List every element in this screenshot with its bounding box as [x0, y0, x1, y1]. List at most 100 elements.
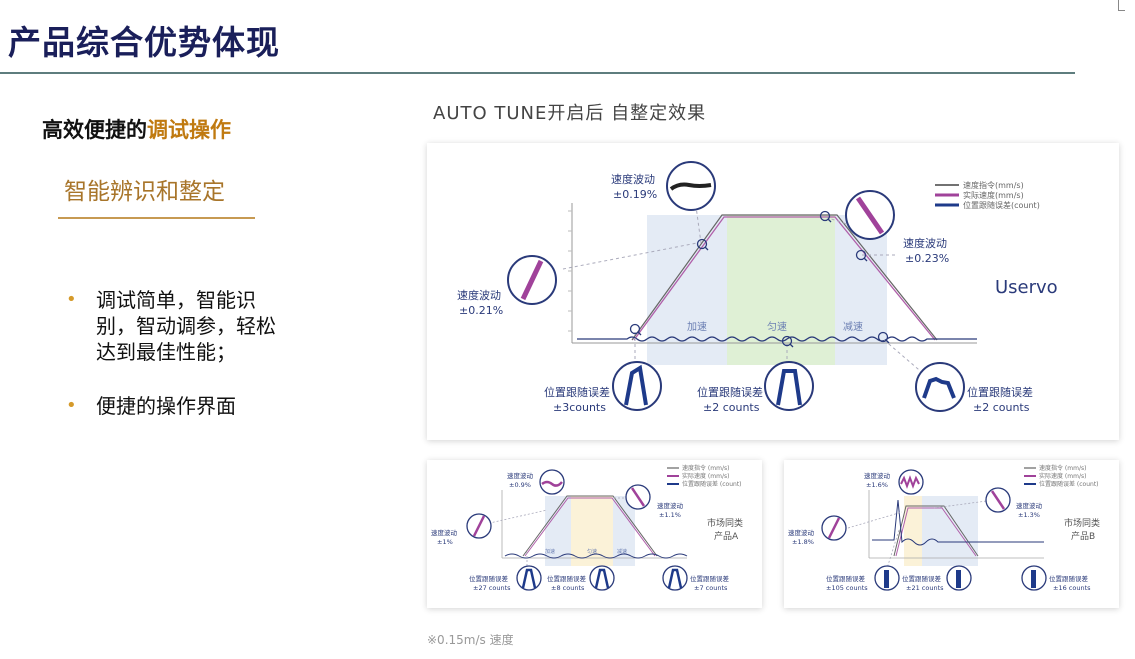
bullet-list: • 调试简单，智能识别，智动调参，轻松达到最佳性能； • 便捷的操作界面 [66, 287, 286, 447]
title-divider [0, 72, 1075, 74]
page-title: 产品综合优势体现 [8, 23, 280, 62]
command-speed-line [893, 505, 979, 557]
zoom-speed-top [666, 161, 716, 211]
speed-callout-value: ±1.8% [792, 538, 814, 546]
speed-callout-value: ±1.1% [659, 511, 681, 519]
error-callout-label: 位置跟随误差 [547, 574, 587, 583]
phase-decel: 减速 [843, 321, 863, 333]
settle-band [904, 496, 922, 566]
speed-callout-value: ±0.23% [905, 252, 949, 265]
product-name-line2: 产品B [1071, 530, 1095, 542]
error-callout-label: 位置跟随误差 [826, 574, 866, 583]
legend-error: 位置跟随误差 (count) [682, 480, 742, 488]
error-callout-label: 位置跟随误差 [544, 385, 610, 399]
phase-constant: 匀速 [587, 548, 597, 555]
bullet-item: • 调试简单，智能识别，智动调参，轻松达到最佳性能； [66, 287, 286, 365]
feature-title: 智能辨识和整定 [64, 179, 225, 205]
phase-constant: 匀速 [767, 321, 787, 333]
zoom-error-mid [946, 565, 972, 591]
main-chart-panel: 速度指令(mm/s) 实际速度(mm/s) 位置跟随误差(count) User… [427, 143, 1119, 440]
speed-callout-label: 速度波动 [788, 528, 815, 537]
speed-callout-label: 速度波动 [507, 471, 534, 480]
product-name-line1: 市场同类 [1064, 517, 1100, 529]
constant-band [571, 496, 613, 566]
feature-divider [58, 217, 255, 219]
chart-b-svg: 速度指令 (mm/s) 实际速度 (mm/s) 位置跟随误差 (count) 市… [788, 464, 1100, 592]
legend-command: 速度指令(mm/s) [963, 180, 1024, 190]
position-error-line [577, 336, 977, 342]
position-error-line [872, 499, 1044, 546]
section-subhead: 高效便捷的调试操作 [42, 114, 231, 144]
zoom-speed-right [985, 487, 1011, 513]
main-chart-svg: 速度指令(mm/s) 实际速度(mm/s) 位置跟随误差(count) User… [457, 161, 1058, 414]
chart-b-legend: 速度指令 (mm/s) 实际速度 (mm/s) 位置跟随误差 (count) [1024, 464, 1099, 488]
decel-band [613, 496, 635, 566]
speed-callout-label: 速度波动 [611, 172, 655, 186]
error-callout-label: 位置跟随误差 [1049, 574, 1089, 583]
legend-actual: 实际速度 (mm/s) [1039, 472, 1086, 480]
zoom-speed-top [898, 469, 924, 495]
phase-decel: 减速 [617, 548, 627, 555]
product-name: Uservo [995, 277, 1058, 298]
error-callout-value: ±105 counts [826, 584, 868, 592]
actual-speed-line [524, 497, 656, 557]
bullet-marker: • [66, 395, 77, 416]
legend-actual: 实际速度(mm/s) [963, 190, 1024, 200]
error-callout-label: 位置跟随误差 [690, 574, 730, 583]
speed-callout-value: ±0.21% [459, 304, 503, 317]
error-callout-value: ±2 counts [703, 401, 760, 414]
product-name-line1: 市场同类 [707, 517, 743, 529]
zoom-error-left [516, 565, 542, 591]
error-callout-label: 位置跟随误差 [469, 574, 509, 583]
command-speed-line [522, 495, 658, 557]
main-legend: 速度指令(mm/s) 实际速度(mm/s) 位置跟随误差(count) [935, 180, 1040, 210]
zoom-error-mid [764, 361, 814, 411]
speed-callout-label: 速度波动 [431, 528, 458, 537]
footnote: ※0.15m/s 速度 [427, 633, 514, 647]
actual-speed-line [895, 507, 977, 557]
legend-actual: 实际速度 (mm/s) [682, 472, 729, 480]
command-speed-line [631, 214, 938, 341]
speed-callout-label: 速度波动 [1016, 501, 1043, 510]
error-callout-label: 位置跟随误差 [967, 385, 1033, 399]
zoom-error-mid [589, 565, 615, 591]
accel-band [647, 215, 727, 365]
product-name-line2: 产品A [714, 530, 739, 542]
accel-band [545, 496, 571, 566]
speed-callout-value: ±1% [437, 538, 453, 546]
speed-callout-value: ±1.6% [866, 481, 888, 489]
error-callout-value: ±2 counts [973, 401, 1030, 414]
error-callout-value: ±16 counts [1053, 584, 1091, 592]
bullet-text: 调试简单，智能识别，智动调参，轻松达到最佳性能； [96, 288, 276, 364]
zoom-error-left [612, 361, 662, 411]
legend-command: 速度指令 (mm/s) [1039, 464, 1086, 472]
speed-callout-label: 速度波动 [864, 471, 891, 480]
speed-callout-label: 速度波动 [457, 288, 501, 302]
phase-accel: 加速 [545, 548, 555, 555]
y-axis-ticks [568, 210, 572, 332]
error-callout-value: ±21 counts [906, 584, 944, 592]
legend-error: 位置跟随误差 (count) [1039, 480, 1099, 488]
corner-mark [1118, 0, 1125, 11]
chart-b-panel: 速度指令 (mm/s) 实际速度 (mm/s) 位置跟随误差 (count) 市… [784, 460, 1119, 608]
error-callout-value: ±8 counts [551, 584, 585, 592]
error-callout-value: ±7 counts [694, 584, 728, 592]
zoom-error-right [915, 362, 965, 412]
zoom-speed-right [845, 190, 895, 240]
zoom-speed-top [539, 469, 565, 495]
chart-a-svg: 速度指令 (mm/s) 实际速度 (mm/s) 位置跟随误差 (count) 市… [431, 464, 743, 592]
chart-caption: AUTO TUNE开启后 自整定效果 [433, 103, 707, 124]
zoom-speed-left [466, 513, 492, 539]
speed-callout-value: ±0.19% [613, 188, 657, 201]
zoom-error-right [662, 565, 688, 591]
error-callout-value: ±27 counts [473, 584, 511, 592]
bullet-text: 便捷的操作界面 [96, 394, 236, 418]
bullet-marker: • [66, 289, 77, 310]
position-error-line [504, 553, 688, 559]
speed-callout-label: 速度波动 [657, 501, 684, 510]
subhead-plain: 高效便捷的 [42, 118, 147, 142]
subhead-highlight: 调试操作 [147, 118, 231, 142]
error-callout-value: ±3counts [553, 401, 606, 414]
phase-accel: 加速 [687, 321, 707, 333]
chart-a-panel: 速度指令 (mm/s) 实际速度 (mm/s) 位置跟随误差 (count) 市… [427, 460, 762, 608]
